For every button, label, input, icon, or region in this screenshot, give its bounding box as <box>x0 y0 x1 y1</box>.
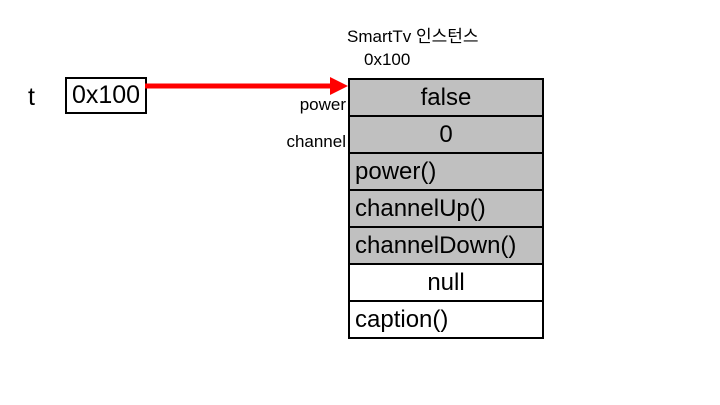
cell-method-channel-up: channelUp() <box>355 194 486 222</box>
cell-channel-value: 0 <box>439 120 453 148</box>
cell-method-caption: caption() <box>355 305 449 333</box>
cell-power-value: false <box>420 83 472 111</box>
cell-method-channel-down: channelDown() <box>355 231 517 259</box>
variable-value: 0x100 <box>71 81 141 109</box>
table-row: channelDown() <box>350 228 542 265</box>
instance-address: 0x100 <box>364 50 411 69</box>
variable-name-label: t <box>28 83 35 111</box>
table-row: null <box>350 265 542 302</box>
field-label-power: power <box>299 95 346 114</box>
table-row: power() <box>350 154 542 191</box>
field-label-channel: channel <box>286 132 346 151</box>
cell-method-power: power() <box>355 157 437 185</box>
cell-null-value: null <box>427 268 465 296</box>
instance-heading: SmartTv 인스턴스 <box>347 27 479 46</box>
table-row: caption() <box>350 302 542 339</box>
table-row: channelUp() <box>350 191 542 228</box>
field-label-column: power channel <box>170 78 346 341</box>
object-table: false 0 power() channelUp() channelDown(… <box>348 78 544 339</box>
table-row: 0 <box>350 117 542 154</box>
variable-box: 0x100 <box>65 77 147 114</box>
table-row: false <box>350 80 542 117</box>
